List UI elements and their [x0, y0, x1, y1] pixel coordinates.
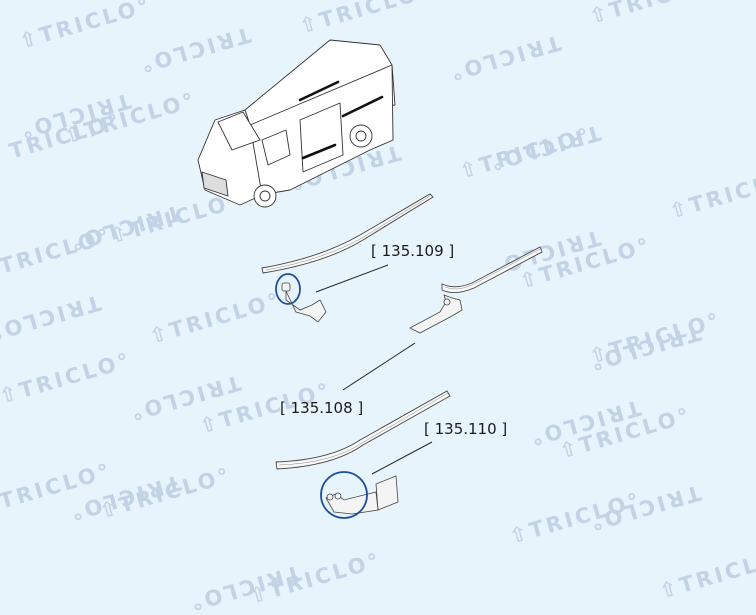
highlight-circle-lower	[320, 471, 368, 519]
part-upper-rail	[261, 193, 434, 274]
part-center-hinge	[409, 294, 463, 334]
van-rail-highlights	[298, 80, 384, 160]
leader-lines	[315, 264, 433, 475]
highlight-circle-upper	[275, 273, 301, 305]
part-upper-roller	[281, 282, 327, 323]
part-label-135-110[interactable]: [ 135.110 ]	[424, 420, 508, 438]
drawing-layer	[197, 39, 543, 519]
part-center-rail	[441, 246, 543, 293]
part-label-135-109[interactable]: [ 135.109 ]	[371, 242, 455, 260]
part-label-135-108[interactable]: [ 135.108 ]	[280, 399, 364, 417]
part-lower-hinge	[325, 475, 399, 515]
part-lower-rail	[275, 390, 451, 470]
van-illustration	[197, 39, 396, 208]
